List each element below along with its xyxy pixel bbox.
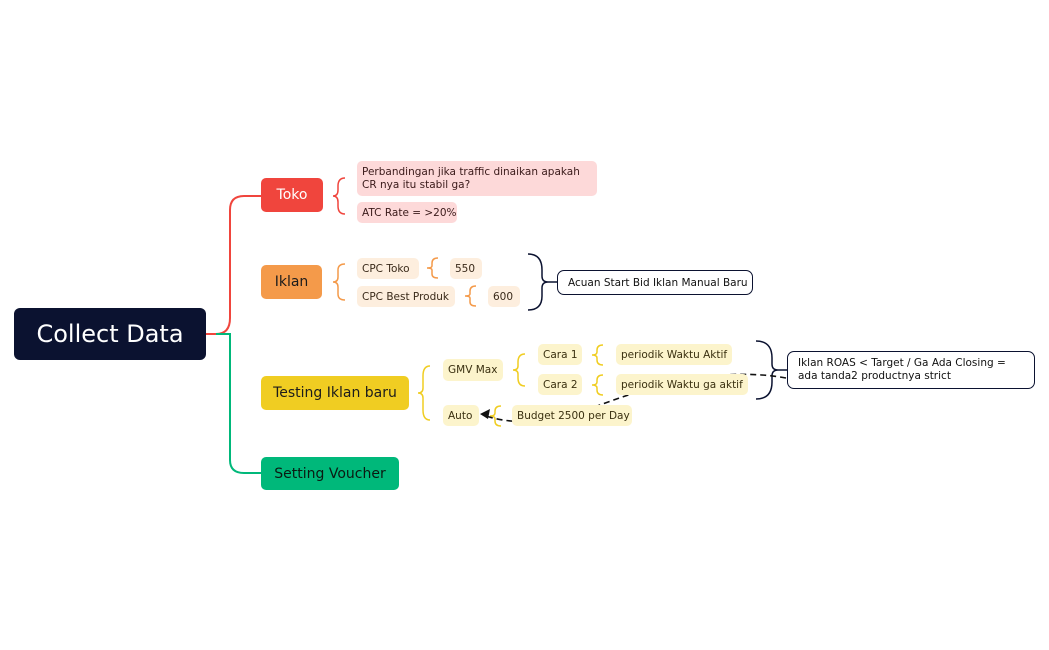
cpc-best-produk-label: CPC Best Produk <box>362 290 449 303</box>
gmv-summary-callout[interactable]: Iklan ROAS < Target / Ga Ada Closing = a… <box>787 351 1035 389</box>
cara-1-detail-node[interactable]: periodik Waktu Aktif <box>616 344 732 365</box>
cpc-toko-label: CPC Toko <box>362 262 410 275</box>
cara-1-node[interactable]: Cara 1 <box>538 344 582 365</box>
toko-item-atc[interactable]: ATC Rate = >20% <box>357 202 457 223</box>
testing-node[interactable]: Testing Iklan baru <box>261 376 409 410</box>
auto-detail: Budget 2500 per Day <box>517 409 630 422</box>
cpc-toko-value-node[interactable]: 550 <box>450 258 482 279</box>
voucher-label: Setting Voucher <box>274 465 386 482</box>
cara-1-detail: periodik Waktu Aktif <box>621 348 728 361</box>
iklan-summary-callout[interactable]: Acuan Start Bid Iklan Manual Baru <box>557 270 753 295</box>
toko-item-traffic[interactable]: Perbandingan jika traffic dinaikan apaka… <box>357 161 597 196</box>
iklan-node[interactable]: Iklan <box>261 265 322 299</box>
toko-label: Toko <box>276 187 308 203</box>
cpc-toko-value: 550 <box>455 262 476 275</box>
cpc-toko-node[interactable]: CPC Toko <box>357 258 419 279</box>
cpc-best-produk-value-node[interactable]: 600 <box>488 286 520 307</box>
cara-2-detail-node[interactable]: periodik Waktu ga aktif <box>616 374 748 395</box>
voucher-node[interactable]: Setting Voucher <box>261 457 399 490</box>
gmv-max-label: GMV Max <box>448 364 498 376</box>
iklan-summary-label: Acuan Start Bid Iklan Manual Baru <box>568 276 748 289</box>
cara-2-node[interactable]: Cara 2 <box>538 374 582 395</box>
testing-label: Testing Iklan baru <box>273 385 397 401</box>
cara-2-detail: periodik Waktu ga aktif <box>621 378 743 391</box>
iklan-label: Iklan <box>274 274 309 290</box>
auto-label: Auto <box>448 409 473 422</box>
toko-item-traffic-label: Perbandingan jika traffic dinaikan apaka… <box>362 165 580 191</box>
toko-node[interactable]: Toko <box>261 178 323 212</box>
cara-2-label: Cara 2 <box>543 378 578 391</box>
cpc-best-produk-value: 600 <box>493 290 514 303</box>
root-label: Collect Data <box>36 320 184 348</box>
auto-node[interactable]: Auto <box>443 405 479 426</box>
cara-1-label: Cara 1 <box>543 348 578 361</box>
toko-item-atc-label: ATC Rate = >20% <box>362 206 457 219</box>
gmv-summary-label: Iklan ROAS < Target / Ga Ada Closing = a… <box>798 357 1006 382</box>
cpc-best-produk-node[interactable]: CPC Best Produk <box>357 286 455 307</box>
root-node[interactable]: Collect Data <box>14 308 206 360</box>
auto-detail-node[interactable]: Budget 2500 per Day <box>512 405 632 426</box>
gmv-max-node[interactable]: GMV Max <box>443 359 503 381</box>
